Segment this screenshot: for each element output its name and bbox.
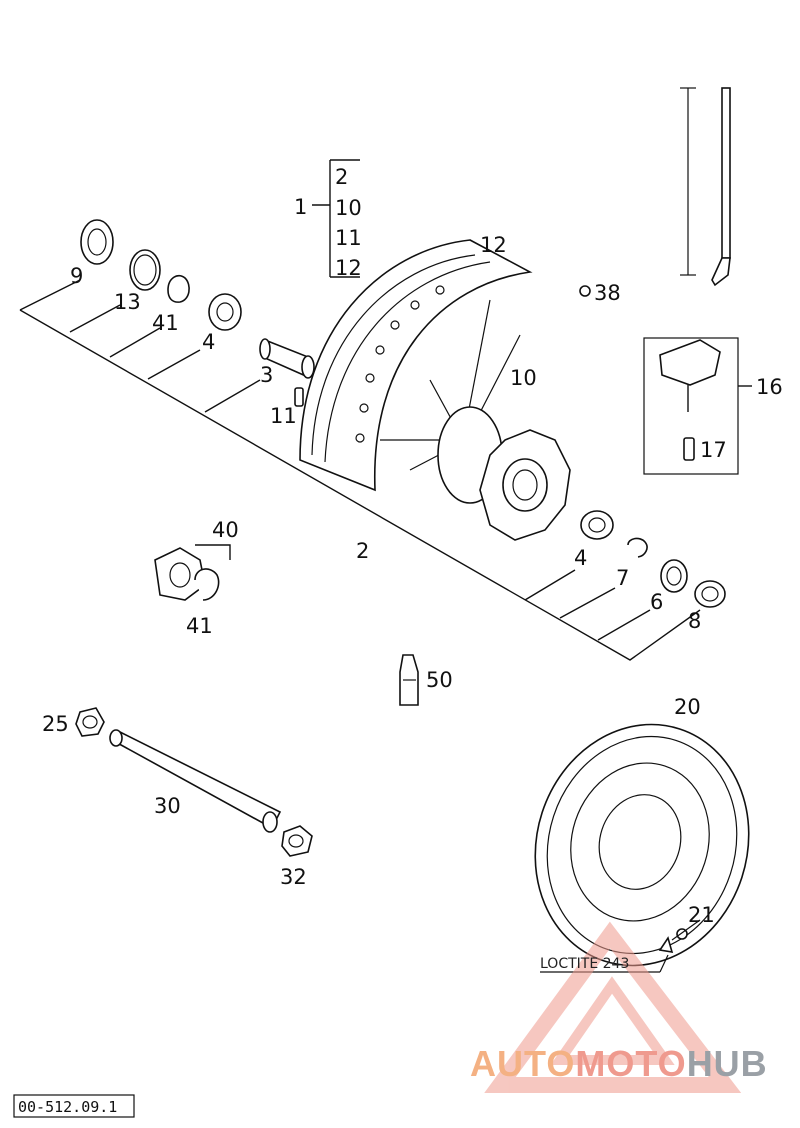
callout-9: 9 [70,264,83,288]
callout-10-spokes: 10 [510,366,537,390]
callout-38: 38 [594,281,621,305]
loctite-note: LOCTITE 243 [540,956,629,972]
axle-nut-32 [281,825,313,857]
brake-disc-20 [534,723,750,967]
hub-part [437,406,571,541]
callout-labels: 1 2 10 11 12 12 38 10 16 17 9 13 41 4 3 … [42,165,783,927]
drawing-code-box: 00-512.09.1 [13,1094,135,1118]
callout-40: 40 [212,518,239,542]
rim-lock-box [643,337,752,475]
callout-41-bottom: 41 [186,614,213,638]
watermark-text: AUTOMOTOHUB [470,1043,768,1084]
callout-17: 17 [700,438,727,462]
shaft-seal-9 [80,219,114,265]
callout-3: 3 [260,363,273,387]
spoke-detail [680,87,731,287]
leader-stubs [19,279,651,641]
callout-20: 20 [674,695,701,719]
watermark-part-auto: AUTO [470,1043,575,1084]
leader-rail [19,309,701,661]
spacer-sleeve-3 [259,338,315,379]
speedo-drive-40 [154,544,231,601]
circlip-41 [167,274,190,303]
drawing-code: 00-512.09.1 [18,1098,117,1116]
assembly-bracket-1 [312,159,360,278]
callout-2-bracket: 2 [335,165,348,189]
bearing-4-right [580,510,614,540]
bearing-4 [208,293,242,331]
callout-1: 1 [294,195,307,219]
callout-50: 50 [426,668,453,692]
callout-16: 16 [756,375,783,399]
washer-13 [129,249,161,291]
callout-11-nipple: 11 [270,404,297,428]
callout-13: 13 [114,290,141,314]
callout-12-rim: 12 [480,233,507,257]
callout-8: 8 [688,609,701,633]
nipple-11 [294,387,304,407]
watermark-part-moto: MOTO [575,1043,686,1084]
loctite-bottle-50 [399,654,419,706]
callout-32: 32 [280,865,307,889]
rim-part [299,239,533,492]
axle-30 [109,729,282,833]
axle-nut-25 [75,707,105,737]
watermark-part-hub: HUB [687,1043,768,1084]
callout-12-bracket: 12 [335,256,362,280]
valve-38 [579,285,591,297]
callout-21: 21 [688,903,715,927]
callout-25: 25 [42,712,69,736]
callout-2-hub: 2 [356,539,369,563]
watermark-logo [484,921,742,1093]
seal-6 [660,559,688,593]
callout-41-top: 41 [152,311,179,335]
callout-6: 6 [650,590,663,614]
callout-30: 30 [154,794,181,818]
callout-7: 7 [616,566,629,590]
callout-11-bracket: 11 [335,226,362,250]
callout-4-left: 4 [202,330,215,354]
callout-10-bracket: 10 [335,196,362,220]
circlip-7 [627,537,648,558]
callout-4-right: 4 [574,546,587,570]
spacer-8 [694,580,726,608]
